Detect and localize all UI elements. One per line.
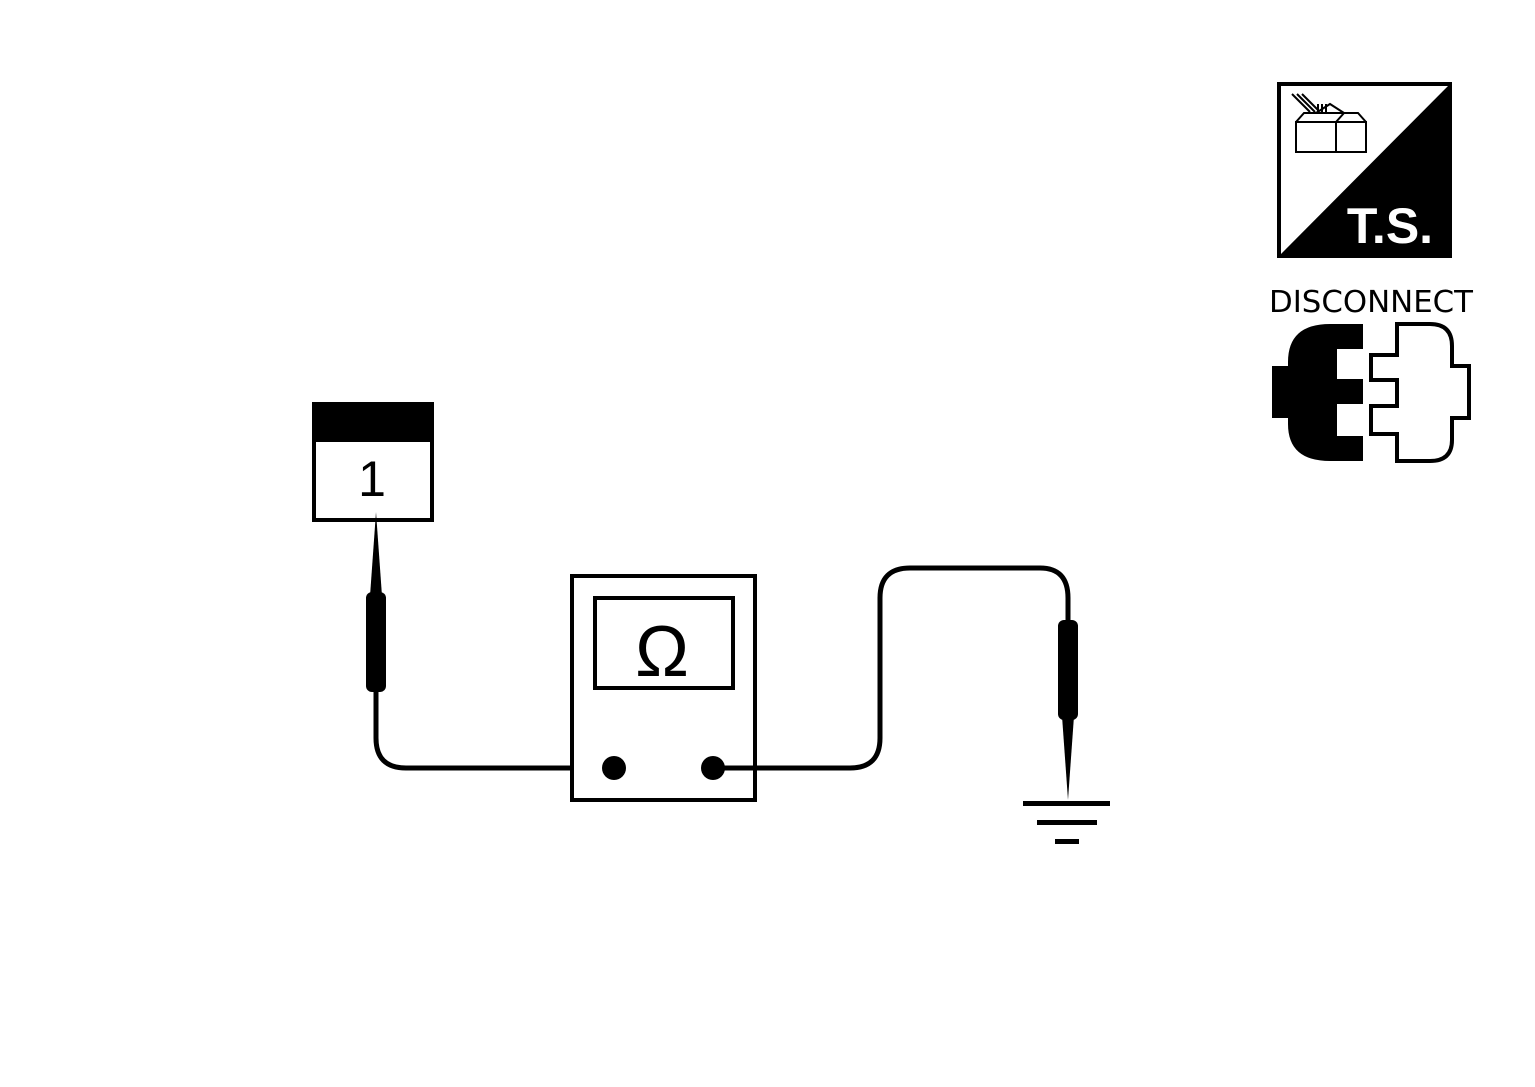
ts-label: T.S. xyxy=(1347,198,1433,254)
left-probe-icon xyxy=(366,512,614,771)
ohm-symbol: Ω xyxy=(635,612,689,692)
ground-symbol-icon xyxy=(1023,801,1110,844)
meter-terminal-left xyxy=(602,756,626,780)
right-probe-icon xyxy=(713,565,1078,800)
disconnect-label: DISCONNECT xyxy=(1269,285,1474,320)
disconnect-connector-icon xyxy=(1272,322,1471,463)
ohmmeter-icon: Ω xyxy=(570,574,757,802)
connector-half-male-icon xyxy=(1272,324,1363,461)
connector-block-icon: 1 xyxy=(312,402,434,522)
connector-cube-icon xyxy=(1291,93,1367,153)
connector-half-female-icon xyxy=(1369,322,1471,463)
terminal-number: 1 xyxy=(358,451,386,507)
ts-badge-icon: T.S. xyxy=(1277,82,1452,258)
